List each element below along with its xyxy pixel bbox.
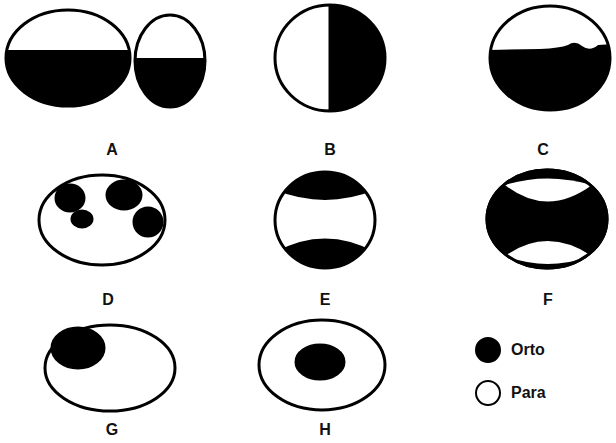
panel-letter: G [106,421,118,439]
cell-g [45,325,175,411]
panel-letter: B [324,141,336,159]
cell-d [39,175,165,265]
cell-h [259,320,385,410]
legend-item: Para [475,380,546,406]
panel-letter: C [537,141,549,159]
cell-b [275,0,390,120]
legend-swatch [475,380,501,406]
panel-letter: E [320,291,331,309]
legend-item: Orto [475,337,545,363]
cell-c [485,6,615,115]
panel-letter: F [543,291,553,309]
legend-text: Orto [511,341,545,359]
panel-letter: H [319,421,331,439]
cell-e [270,165,380,275]
legend-swatch [475,337,501,363]
legend-text: Para [511,384,546,402]
cell-f [487,170,607,268]
panel-letter: D [102,291,114,309]
cell-a [0,10,210,120]
panel-letter: A [106,141,118,159]
